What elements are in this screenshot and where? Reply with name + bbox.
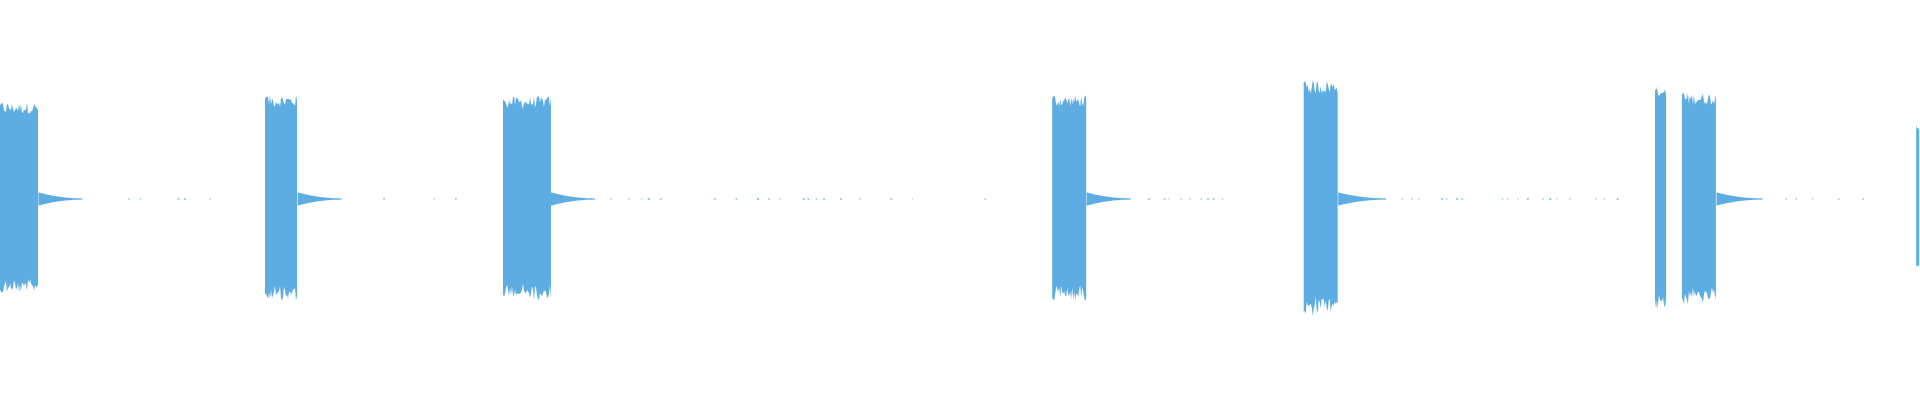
noise-sample xyxy=(735,198,737,200)
noise-sample xyxy=(911,198,913,200)
noise-sample xyxy=(859,198,861,200)
audio-burst-4 xyxy=(1052,95,1087,302)
noise-sample xyxy=(628,198,630,200)
audio-burst-2 xyxy=(265,94,297,301)
noise-sample xyxy=(1616,198,1619,200)
noise-sample xyxy=(178,198,180,200)
noise-sample xyxy=(128,198,130,200)
audio-burst-8 xyxy=(1916,125,1920,268)
noise-sample xyxy=(1527,198,1529,200)
audio-burst-tail-2 xyxy=(297,192,342,206)
noise-sample xyxy=(757,198,760,200)
noise-sample xyxy=(433,198,435,200)
noise-sample xyxy=(1168,198,1170,200)
noise-sample xyxy=(1163,198,1166,200)
noise-sample xyxy=(1213,198,1215,200)
noise-sample xyxy=(1180,198,1183,200)
noise-sample xyxy=(1838,198,1840,200)
noise-sample xyxy=(823,198,825,200)
noise-sample xyxy=(1556,198,1558,200)
noise-sample xyxy=(802,198,805,200)
audio-burst-tail-3 xyxy=(551,192,595,206)
audio-burst-6 xyxy=(1655,86,1666,310)
noise-sample xyxy=(1595,198,1597,200)
noise-sample xyxy=(139,198,142,200)
noise-sample xyxy=(890,198,893,200)
audio-burst-3 xyxy=(503,96,551,301)
noise-sample xyxy=(647,198,650,200)
noise-sample xyxy=(1446,198,1448,200)
noise-sample xyxy=(1461,198,1463,200)
noise-sample xyxy=(610,198,612,200)
waveform-layer xyxy=(0,80,1920,316)
noise-sample xyxy=(984,198,986,200)
noise-sample xyxy=(778,198,781,200)
noise-sample xyxy=(383,198,385,200)
noise-sample xyxy=(184,198,186,200)
noise-sample xyxy=(1189,198,1191,200)
noise-sample xyxy=(1401,198,1404,200)
noise-sample xyxy=(1862,198,1865,200)
noise-sample xyxy=(1200,198,1202,200)
noise-sample xyxy=(1549,198,1552,200)
noise-sample xyxy=(1785,198,1788,200)
noise-sample xyxy=(209,198,211,200)
audio-burst-tail-7 xyxy=(1716,192,1763,206)
noise-sample xyxy=(1603,198,1605,200)
noise-sample xyxy=(815,198,818,200)
audio-burst-1 xyxy=(0,102,38,293)
noise-sample xyxy=(714,198,716,200)
noise-sample xyxy=(1148,198,1151,200)
noise-sample xyxy=(455,198,457,200)
noise-sample xyxy=(1542,198,1545,200)
noise-sample xyxy=(768,198,770,200)
noise-sample xyxy=(840,198,842,200)
audio-burst-tail-4 xyxy=(1086,192,1131,206)
noise-sample xyxy=(1456,198,1458,200)
noise-sample xyxy=(1812,198,1814,200)
noise-sample xyxy=(1441,198,1443,200)
audio-burst-tail-5 xyxy=(1338,192,1387,206)
noise-sample xyxy=(1795,198,1798,200)
noise-sample xyxy=(659,198,662,200)
audio-burst-5 xyxy=(1303,80,1338,316)
noise-sample xyxy=(1507,198,1509,200)
noise-sample xyxy=(1517,198,1519,200)
noise-sample xyxy=(1410,198,1413,200)
noise-sample xyxy=(1417,198,1420,200)
noise-sample xyxy=(640,198,643,200)
noise-sample xyxy=(1501,198,1503,200)
audio-burst-7 xyxy=(1681,92,1716,305)
noise-sample xyxy=(1207,198,1209,200)
noise-sample xyxy=(807,198,810,200)
noise-sample xyxy=(1569,198,1571,200)
noise-sample xyxy=(1221,198,1224,200)
audio-burst-tail-1 xyxy=(38,192,83,206)
